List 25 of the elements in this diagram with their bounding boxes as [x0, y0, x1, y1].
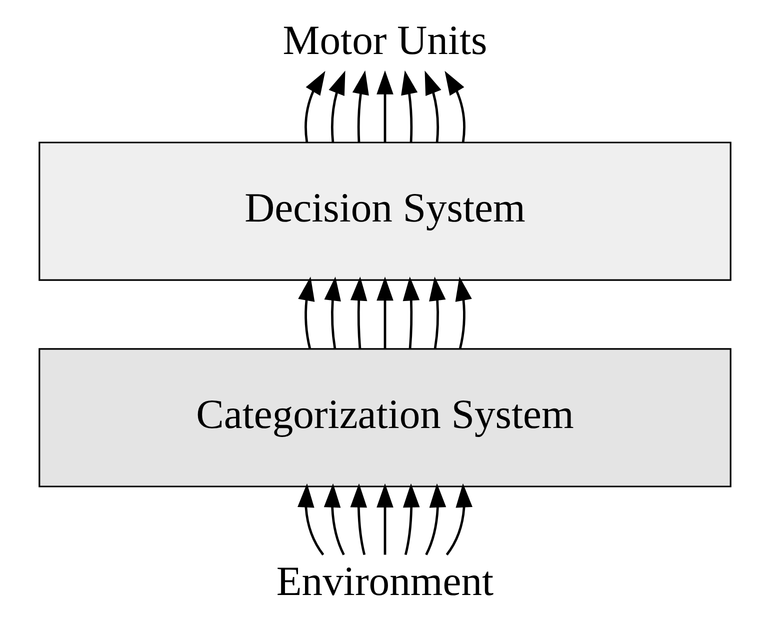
node-text: Motor Units: [282, 17, 487, 64]
arrow: [376, 483, 393, 555]
arrow: [376, 276, 393, 348]
arrow: [428, 276, 446, 349]
arrow: [445, 483, 472, 556]
arrow: [352, 70, 368, 142]
arrow: [402, 276, 420, 349]
arrow: [376, 70, 393, 142]
arrow: [454, 276, 472, 349]
node-text: Environment: [276, 558, 494, 604]
arrow: [324, 276, 340, 349]
arrow: [297, 483, 324, 556]
arrow: [323, 483, 344, 556]
arrow: [400, 70, 418, 142]
arrow: [444, 70, 465, 142]
arrow: [328, 70, 345, 142]
arrow: [350, 483, 367, 556]
node-box: Categorization System: [38, 348, 731, 488]
node-box: Decision System: [38, 142, 731, 281]
arrow: [424, 483, 446, 556]
arrow: [402, 483, 420, 556]
arrow: [304, 70, 325, 142]
arrow: [298, 276, 314, 349]
arrow: [350, 276, 367, 349]
arrow: [424, 70, 441, 142]
